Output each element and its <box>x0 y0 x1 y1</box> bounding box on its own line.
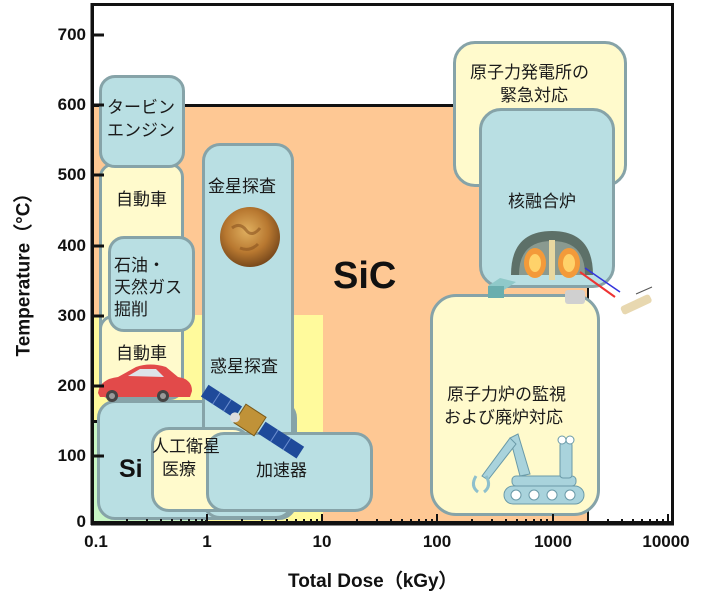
y-tick-0: 0 <box>76 512 86 531</box>
y-tick-200: 200 <box>57 376 86 395</box>
label-reactor-line2: および廃炉対応 <box>444 408 563 428</box>
x-tick-10000: 10000 <box>642 532 690 551</box>
y-axis-title: Temperature（°C） <box>13 183 35 357</box>
y-tick-500: 500 <box>57 165 86 184</box>
label-satellite-line1: 人工衛星 <box>152 437 220 457</box>
label-oil-line1: 石油・ <box>114 256 165 276</box>
y-tick-300: 300 <box>57 306 86 325</box>
satellite-icon <box>200 384 305 459</box>
x-tick-1: 1 <box>202 532 212 551</box>
x-tick-1000: 1000 <box>534 532 572 551</box>
sic-label: SiC <box>333 255 397 297</box>
venus-planet-icon <box>220 207 280 267</box>
label-turbine-line1: タービン <box>107 98 175 118</box>
y-axis-ticks <box>92 33 104 458</box>
app-box-oil-gas <box>108 236 195 332</box>
label-reactor-line1: 原子力炉の監視 <box>447 385 566 405</box>
x-tick-100: 100 <box>422 532 452 551</box>
x-axis-title: Total Dose（kGy） <box>288 571 458 592</box>
label-venus: 金星探査 <box>208 177 276 197</box>
label-turbine-line2: エンジン <box>107 121 175 141</box>
y-tick-100: 100 <box>57 446 86 465</box>
car-icon <box>98 364 192 402</box>
y-tick-400: 400 <box>57 236 86 255</box>
label-auto-lower: 自動車 <box>116 344 167 364</box>
label-oil-line2: 天然ガス <box>114 278 182 298</box>
app-box-turbine-engine <box>99 75 185 168</box>
robot-icon <box>471 433 585 505</box>
label-npp-line2: 緊急対応 <box>500 86 568 106</box>
y-tick-700: 700 <box>57 25 86 44</box>
label-accelerator: 加速器 <box>256 461 307 481</box>
label-fusion: 核融合炉 <box>508 192 576 212</box>
label-oil-line3: 掘削 <box>114 300 148 320</box>
label-satellite-line2: 医療 <box>162 460 196 480</box>
label-npp-line1: 原子力発電所の <box>470 63 589 83</box>
si-label: Si <box>119 455 143 483</box>
y-tick-600: 600 <box>57 95 86 114</box>
label-auto-upper: 自動車 <box>116 190 167 210</box>
x-tick-10: 10 <box>312 532 332 551</box>
label-planetary: 惑星探査 <box>210 357 278 377</box>
fusion-reactor-icon <box>488 231 653 315</box>
x-tick-0.1: 0.1 <box>84 532 108 551</box>
